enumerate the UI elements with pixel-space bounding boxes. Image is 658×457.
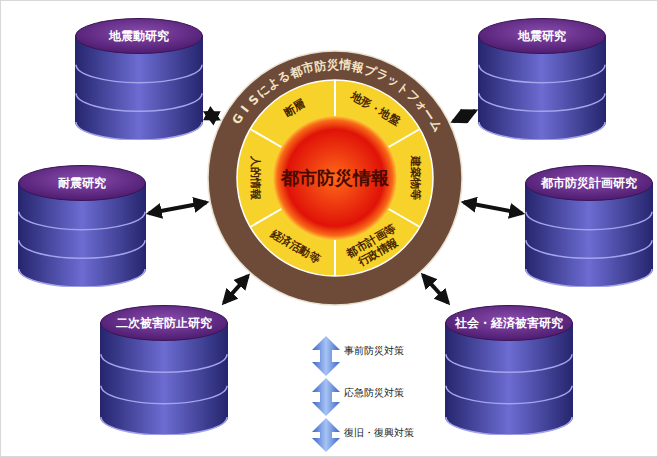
double-arrow [464,202,522,213]
database-cylinder: 都市防災計画研究 [525,165,653,287]
double-arrow [149,202,206,213]
ring-char: 情 [339,59,352,72]
info-segment: 人的情報 [249,156,262,200]
database-title: 耐震研究 [18,175,146,192]
database-cylinder: 地震動研究 [75,18,203,140]
segment-label: 人的情報 [249,156,262,200]
phase-label: 事前防災対策 [344,344,404,358]
ring-char: 災 [327,59,339,71]
info-segment: 建築物等 [409,156,422,200]
platform-ring: GISによる都市防災情報プラットフォーム断層地形・地盤建築物等都市計画等行政情報… [207,50,463,306]
ring-char: G [231,112,246,127]
double-arrow [206,113,218,119]
database-title: 社会・経済被害研究 [445,315,573,332]
double-arrow [453,111,475,122]
database-cylinder: 二次被害防止研究 [100,305,228,435]
segment-label: 建築物等 [409,156,422,200]
database-title: 地震研究 [478,28,606,45]
double-arrow [224,276,248,303]
core-sphere: 都市防災情報 [273,116,397,240]
ring-char: I [239,104,251,115]
database-title: 都市防災計画研究 [525,175,653,192]
core-title: 都市防災情報 [273,116,397,240]
database-cylinder: 地震研究 [478,18,606,140]
phase-label: 応急防災対策 [344,386,404,400]
database-cylinder: 耐震研究 [18,165,146,287]
database-title: 地震動研究 [75,28,203,45]
database-title: 二次被害防止研究 [100,315,228,332]
phase-label: 復旧・復興対策 [344,426,414,440]
database-cylinder: 社会・経済被害研究 [445,305,573,435]
ring-char: 防 [313,59,326,72]
ring-char: 市 [300,61,315,76]
double-arrow [423,275,448,303]
